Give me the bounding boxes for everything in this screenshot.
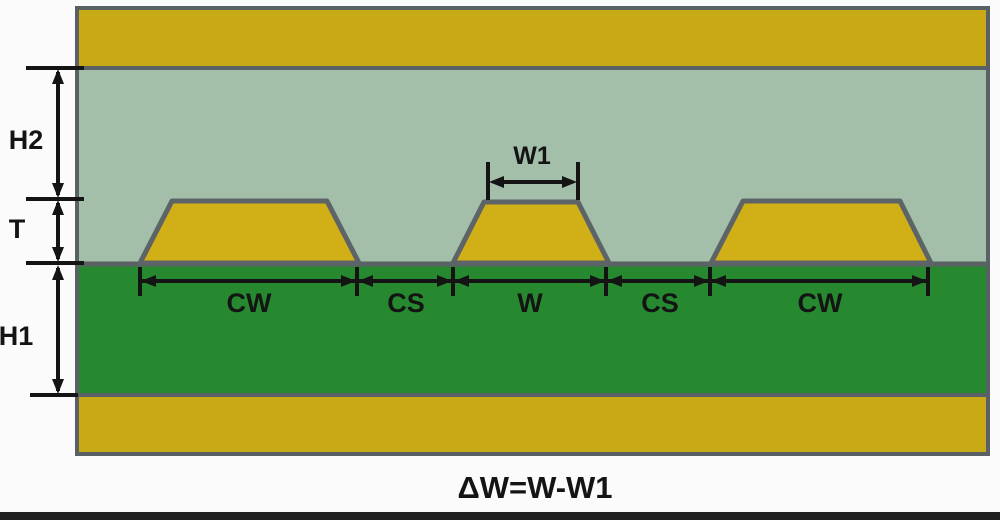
label-cs-left: CS [387, 288, 425, 318]
label-h2: H2 [9, 125, 44, 155]
label-w1: W1 [513, 142, 551, 170]
trace-left [137, 198, 362, 266]
dimension-chain: CW CS W CS CW [138, 267, 930, 318]
label-h1: H1 [0, 321, 33, 351]
label-cw-right: CW [798, 288, 843, 318]
bottom-letterbox-bar [0, 512, 1000, 520]
formula-text: ΔW=W-W1 [457, 470, 612, 505]
dimension-h2: H2 [9, 66, 84, 201]
core-layer [79, 266, 986, 393]
bottom-copper-plane [79, 397, 986, 452]
dimension-w1: W1 [486, 142, 580, 200]
dimension-h1: H1 [0, 265, 78, 397]
label-w: W [517, 288, 543, 318]
label-t: T [9, 214, 26, 244]
trace-center [450, 199, 612, 266]
dimension-t: T [9, 200, 84, 265]
trace-right [708, 198, 934, 266]
diagram-border [75, 6, 990, 456]
label-cw-left: CW [227, 288, 272, 318]
top-copper-plane [79, 10, 986, 66]
label-cs-right: CS [641, 288, 679, 318]
